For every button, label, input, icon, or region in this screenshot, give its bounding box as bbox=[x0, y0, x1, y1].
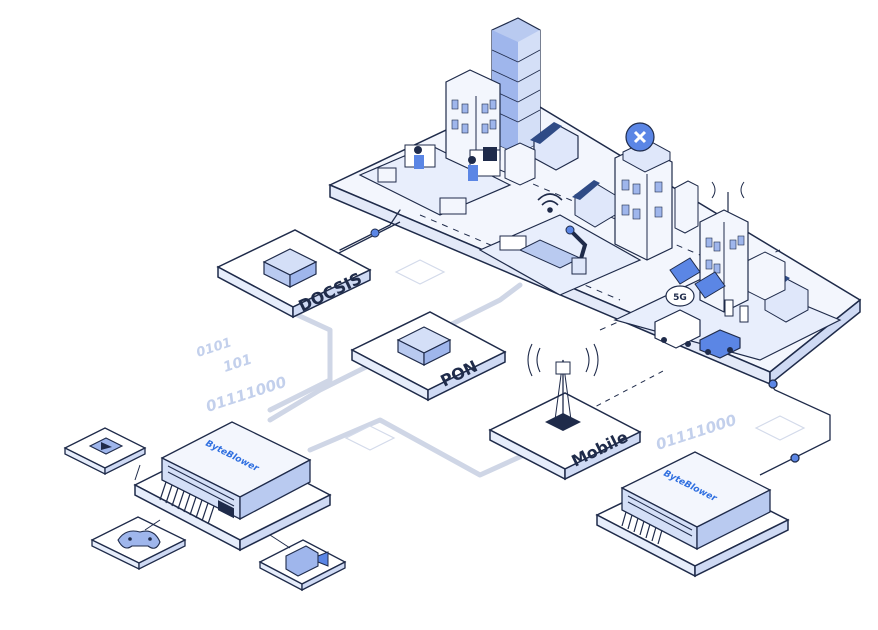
client-links bbox=[134, 464, 291, 549]
binary-stream-right: 01111000 bbox=[654, 411, 739, 454]
video-tile[interactable] bbox=[63, 427, 147, 476]
van-icon bbox=[654, 309, 701, 349]
docsis-link bbox=[334, 221, 401, 256]
binary-stream-left: 0101 101 01111000 bbox=[195, 335, 289, 415]
video-call-tile[interactable] bbox=[258, 539, 347, 592]
5g-label: 5G bbox=[673, 293, 687, 303]
byteblower-device-left[interactable]: ByteBlower bbox=[133, 421, 332, 552]
fiber-link-right bbox=[759, 379, 831, 476]
street-cabinet bbox=[504, 142, 536, 186]
router-icon bbox=[262, 248, 318, 288]
gaming-tile[interactable] bbox=[90, 516, 187, 571]
docsis-node[interactable]: DOCSIS bbox=[216, 229, 372, 319]
binary-text-2: 101 bbox=[221, 352, 254, 376]
5g-badge: 5G bbox=[665, 285, 695, 307]
video-camera-icon bbox=[285, 545, 329, 577]
robotic-surgery-scene bbox=[499, 225, 588, 275]
binary-text-right: 01111000 bbox=[654, 411, 739, 454]
home-office-scene bbox=[377, 144, 501, 215]
empty-tile bbox=[344, 259, 806, 451]
hospital-building bbox=[614, 139, 673, 261]
tall-cabinet bbox=[674, 180, 699, 234]
office-tower bbox=[491, 17, 541, 155]
router-icon bbox=[396, 326, 452, 366]
medical-cross-icon bbox=[625, 122, 655, 152]
cell-tower-icon bbox=[527, 343, 599, 431]
house-row bbox=[572, 180, 809, 323]
car-icon bbox=[699, 329, 741, 359]
wifi-icon bbox=[537, 193, 563, 213]
byteblower-device-right[interactable]: ByteBlower bbox=[595, 451, 790, 578]
binary-text-1: 0101 bbox=[195, 335, 234, 360]
mobile-node[interactable]: Mobile bbox=[488, 343, 642, 481]
gamepad-icon bbox=[117, 530, 161, 549]
charging-stations bbox=[724, 299, 749, 323]
pon-node[interactable]: PON bbox=[350, 311, 507, 402]
solar-panel-icon bbox=[669, 257, 726, 299]
play-icon bbox=[88, 437, 124, 455]
mobile-link bbox=[569, 369, 666, 421]
